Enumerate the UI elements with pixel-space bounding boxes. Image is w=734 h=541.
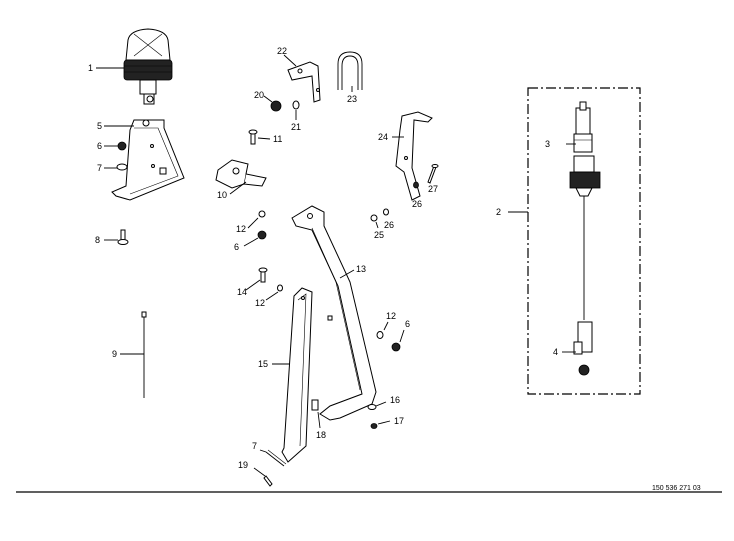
callout-1: 1 [88, 63, 93, 73]
callout-20: 20 [254, 90, 264, 100]
callout-25: 25 [374, 230, 384, 240]
callout-4: 4 [553, 347, 558, 357]
callout-11: 11 [273, 134, 282, 144]
washer-12-middle [265, 284, 283, 301]
part-1-beacon-lamp [96, 28, 173, 105]
callout-12-middle: 12 [255, 298, 265, 308]
bolt-27 [427, 164, 439, 184]
callout-12-upper: 12 [236, 224, 246, 234]
part-18-clip [311, 399, 321, 429]
nut-6-upper [104, 141, 127, 151]
callout-7-lower: 7 [252, 441, 257, 451]
nut-6-lower [391, 329, 405, 352]
callout-9: 9 [112, 349, 117, 359]
washer-7-upper [104, 163, 128, 171]
callout-27: 27 [428, 184, 438, 194]
washer-21 [292, 100, 300, 120]
callout-6-middle: 6 [234, 242, 239, 252]
part-4-connector [562, 321, 593, 376]
callout-13: 13 [356, 264, 366, 274]
callout-12-lower: 12 [386, 311, 396, 321]
callout-14: 14 [237, 287, 247, 297]
callout-6-upper: 6 [97, 141, 102, 151]
washer-12-lower [376, 321, 389, 339]
callout-26-lower: 26 [412, 199, 422, 209]
callout-17: 17 [394, 416, 404, 426]
nut-17 [370, 420, 391, 429]
callout-7-upper: 7 [97, 163, 102, 173]
part-8-bolt [104, 229, 129, 245]
screw-19 [253, 467, 273, 487]
callout-19: 19 [238, 460, 248, 470]
callout-26-upper: 26 [384, 220, 394, 230]
callout-8: 8 [95, 235, 100, 245]
callout-23: 23 [347, 94, 357, 104]
callout-22: 22 [277, 46, 287, 56]
part-11-bolt [248, 129, 271, 145]
washer-26-upper [383, 208, 389, 216]
callout-15: 15 [258, 359, 268, 369]
callout-24: 24 [378, 132, 388, 142]
nut-6-middle [243, 230, 267, 247]
callout-10: 10 [217, 190, 227, 200]
part-9-cable-tie [120, 311, 147, 398]
callout-3: 3 [545, 139, 550, 149]
part-15-upright [272, 287, 333, 463]
washer-12-upper [247, 210, 266, 229]
part-10-mount-plate [215, 159, 267, 195]
wire-7-lower [259, 449, 287, 467]
part-22-bracket [283, 54, 321, 103]
part-5-bracket [104, 119, 185, 201]
part-24-bracket [392, 111, 433, 201]
callout-2: 2 [496, 207, 501, 217]
part-14-bolt [245, 267, 268, 291]
washer-16 [367, 401, 387, 410]
nut-20 [263, 95, 282, 112]
callout-16: 16 [390, 395, 400, 405]
callout-18: 18 [316, 430, 326, 440]
part-3-sensor [566, 101, 601, 197]
callout-6-lower: 6 [405, 319, 410, 329]
washer-26-lower [413, 181, 419, 189]
part-23-u-bolt [337, 51, 363, 92]
part-2-sensor-kit [508, 87, 641, 395]
washer-25 [370, 214, 379, 229]
part-13-support-arm [291, 205, 377, 421]
callout-21: 21 [291, 122, 301, 132]
callout-5: 5 [97, 121, 102, 131]
drawing-number: 150 536 271 03 [652, 485, 701, 492]
